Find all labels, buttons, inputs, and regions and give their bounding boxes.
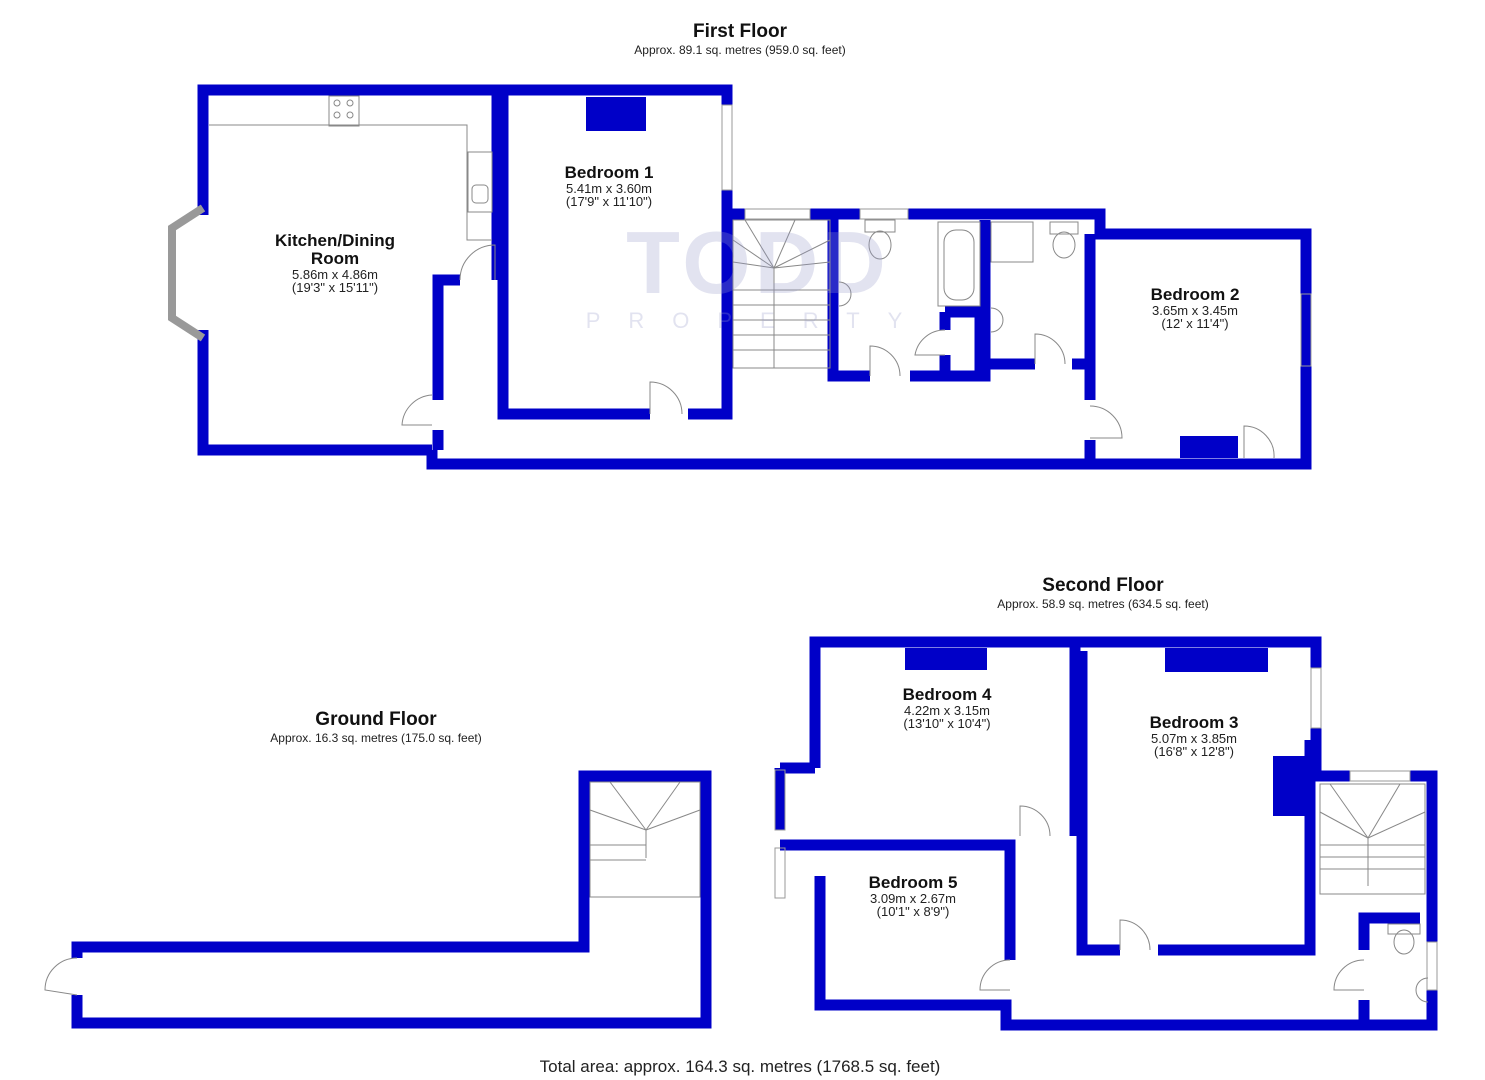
- room-imperial: (19'3" x 15'11"): [291, 280, 379, 296]
- room-name-line1: Kitchen/Dining: [275, 231, 395, 250]
- floor-title: Second Floor: [1042, 575, 1164, 596]
- ground-floor-walls: [71, 770, 712, 1029]
- room-bedroom-4: Bedroom 4 4.22m x 3.15m (13'10" x 10'4"): [903, 686, 992, 731]
- room-metric: 3.09m x 2.67m: [869, 890, 956, 906]
- room-imperial: (16'8" x 12'8"): [1154, 744, 1234, 760]
- second-floor-fixtures: [774, 667, 1438, 1003]
- first-floor-fixtures: [168, 95, 1312, 459]
- room-metric: 5.86m x 4.86m: [291, 266, 378, 282]
- room-name: Bedroom 4: [902, 685, 992, 704]
- room-name: Bedroom 3: [1149, 713, 1239, 732]
- second-floor-walls: [774, 636, 1438, 1031]
- room-metric: 5.07m x 3.85m: [1150, 730, 1237, 746]
- room-bedroom-1: Bedroom 1 5.41m x 3.60m (17'9" x 11'10"): [565, 164, 654, 209]
- first-floor-heading: First Floor Approx. 89.1 sq. metres (959…: [634, 22, 845, 57]
- room-imperial: (17'9" x 11'10"): [565, 194, 653, 210]
- room-metric: 5.41m x 3.60m: [565, 180, 652, 196]
- room-imperial: (10'1" x 8'9"): [876, 904, 950, 920]
- floor-area: Approx. 89.1 sq. metres (959.0 sq. feet): [634, 42, 846, 57]
- room-bedroom-2: Bedroom 2 3.65m x 3.45m (12' x 11'4"): [1151, 286, 1240, 331]
- room-name: Bedroom 1: [564, 163, 654, 182]
- room-imperial: (13'10" x 10'4"): [903, 716, 991, 732]
- room-bedroom-5: Bedroom 5 3.09m x 2.67m (10'1" x 8'9"): [869, 874, 958, 919]
- ground-floor-fixtures: [44, 781, 701, 996]
- room-kitchen-dining: Kitchen/Dining Room 5.86m x 4.86m (19'3"…: [275, 232, 395, 295]
- floor-title: First Floor: [693, 21, 787, 42]
- first-floor-walls: [197, 84, 1312, 470]
- room-name-line2: Room: [310, 248, 360, 268]
- room-name: Bedroom 5: [868, 873, 958, 892]
- floor-title: Ground Floor: [315, 709, 437, 730]
- ground-floor-heading: Ground Floor Approx. 16.3 sq. metres (17…: [270, 710, 481, 745]
- watermark-brand: TODD: [626, 213, 890, 312]
- room-metric: 4.22m x 3.15m: [903, 702, 990, 718]
- second-floor-heading: Second Floor Approx. 58.9 sq. metres (63…: [997, 576, 1208, 611]
- floor-area: Approx. 58.9 sq. metres (634.5 sq. feet): [997, 596, 1209, 611]
- room-metric: 3.65m x 3.45m: [1151, 302, 1238, 318]
- floor-area: Approx. 16.3 sq. metres (175.0 sq. feet): [270, 730, 482, 745]
- watermark-sub: PROPERTY: [585, 308, 931, 333]
- room-name: Bedroom 2: [1150, 285, 1240, 304]
- room-bedroom-3: Bedroom 3 5.07m x 3.85m (16'8" x 12'8"): [1150, 714, 1239, 759]
- total-area: Total area: approx. 164.3 sq. metres (17…: [539, 1057, 941, 1076]
- room-imperial: (12' x 11'4"): [1161, 316, 1229, 332]
